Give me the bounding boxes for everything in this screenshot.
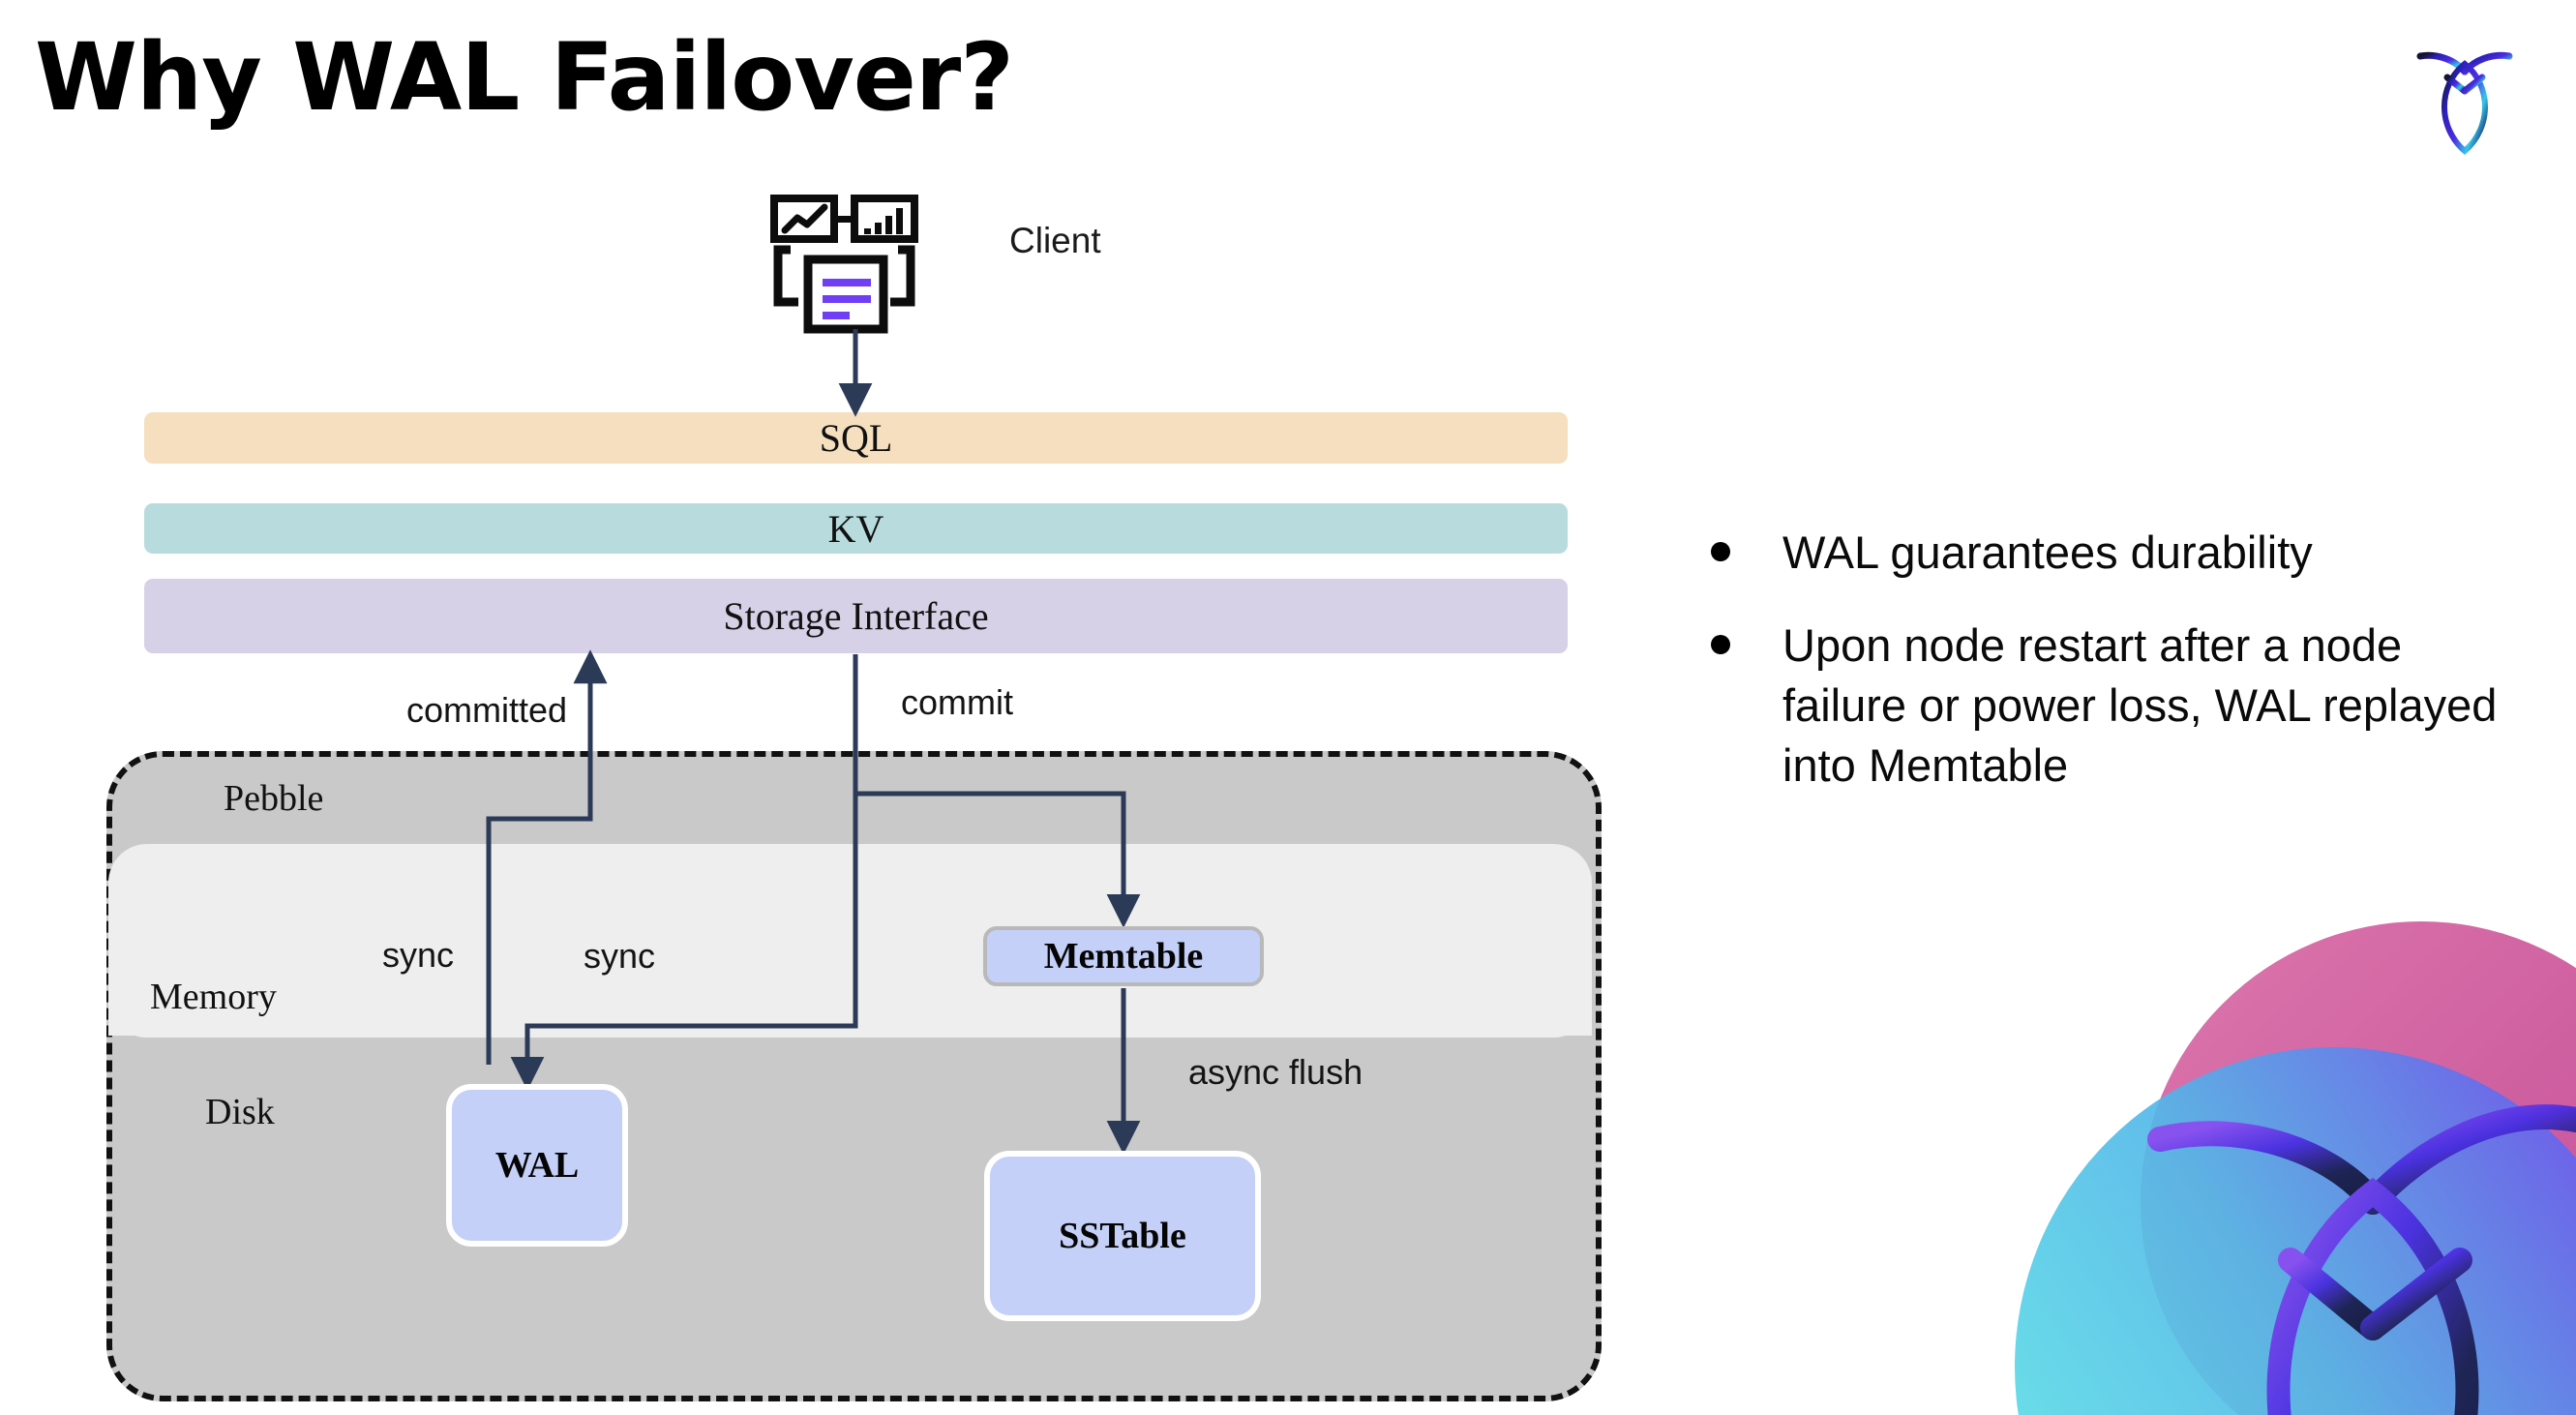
node-sstable[interactable]: SSTable: [984, 1151, 1261, 1321]
region-label-pebble: Pebble: [224, 778, 324, 819]
client-label: Client: [1009, 221, 1101, 260]
bullet-text: WAL guarantees durability: [1782, 527, 2313, 578]
edge-label-sync-primary: sync: [382, 935, 455, 975]
stack-layer-sql: SQL: [144, 412, 1568, 464]
region-label-disk: Disk: [205, 1092, 275, 1132]
list-item: WAL guarantees durability: [1711, 523, 2524, 583]
stack-layer-storage-interface: Storage Interface: [144, 579, 1568, 653]
bullet-text: Upon node restart after a node failure o…: [1782, 619, 2498, 792]
decorative-gradient-circles: [1918, 912, 2576, 1415]
bullet-dot-icon: [1711, 542, 1730, 561]
page-title: Why WAL Failover?: [35, 23, 1014, 132]
edge-label-async-flush: async flush: [1188, 1052, 1363, 1092]
list-item: Upon node restart after a node failure o…: [1711, 616, 2524, 796]
bullet-dot-icon: [1711, 635, 1730, 655]
cockroachdb-logo-icon: [2409, 35, 2521, 161]
client-dashboard-icon: [769, 194, 934, 334]
region-label-memory: Memory: [150, 977, 277, 1017]
stack-layer-kv: KV: [144, 503, 1568, 554]
node-memtable[interactable]: Memtable: [983, 926, 1264, 986]
edge-label-commit: commit: [901, 682, 1013, 722]
node-wal[interactable]: WAL: [446, 1084, 628, 1247]
edge-label-sync-secondary: sync: [584, 936, 656, 976]
bullet-list: WAL guarantees durability Upon node rest…: [1711, 523, 2524, 828]
edge-label-committed: committed: [406, 690, 568, 730]
memory-region-lower: [108, 987, 1592, 1038]
